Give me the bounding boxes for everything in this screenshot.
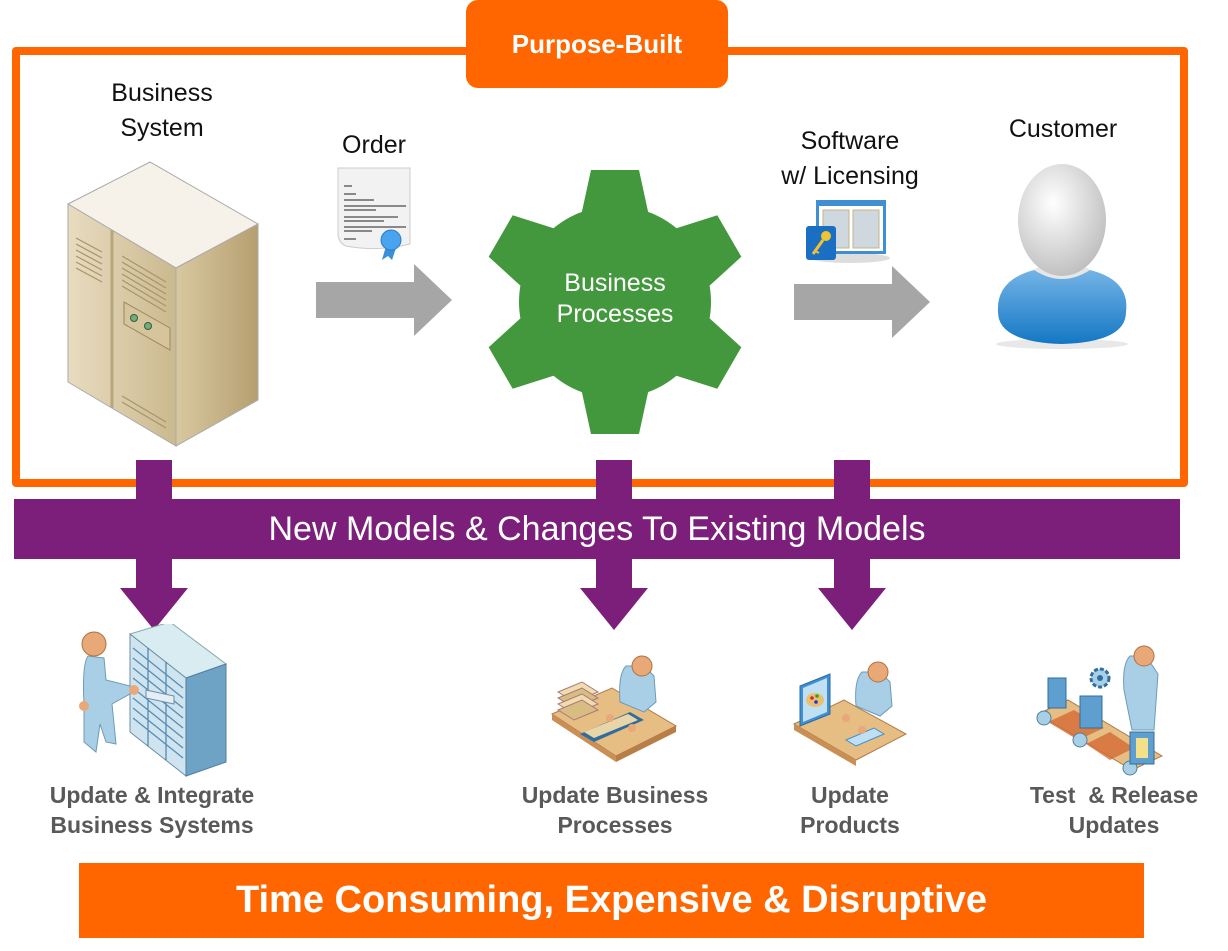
task-3-line2: Products (800, 812, 900, 838)
changes-band: New Models & Changes To Existing Models (14, 499, 1180, 559)
business-system-label-line1: Business (111, 79, 213, 107)
software-label: Software w/ Licensing (760, 124, 940, 194)
business-processes-label-line1: Business (564, 269, 666, 297)
person-desk-books-icon (550, 655, 678, 762)
purpose-built-title: Purpose-Built (466, 0, 728, 88)
person-conveyor-belt-icon (1036, 645, 1164, 776)
purpose-built-label: Purpose-Built (511, 28, 683, 59)
task-1-line1: Update & Integrate (49, 782, 255, 808)
software-flow-arrow (794, 266, 930, 338)
changes-band-label: New Models & Changes To Existing Models (268, 509, 926, 548)
task-2-line1: Update Business (521, 782, 709, 808)
order-flow-arrow (316, 264, 452, 336)
person-computer-design-icon (792, 661, 908, 766)
customer-label: Customer (1008, 115, 1118, 143)
user-avatar-icon (996, 164, 1128, 349)
task-2-line2: Processes (557, 812, 673, 838)
server-tower-icon (66, 161, 260, 447)
business-system-label-line2: System (120, 114, 204, 142)
software-label-line1: Software (800, 127, 900, 155)
task-label-update-business-processes: Update Business Processes (494, 780, 736, 840)
certificate-document-icon (337, 167, 411, 260)
business-processes-label: Business Processes (520, 268, 710, 330)
order-label: Order (342, 131, 406, 159)
task-4-line1: Test & Release (1029, 782, 1199, 808)
task-4-line2: Updates (1068, 812, 1160, 838)
business-processes-label-line2: Processes (556, 300, 674, 328)
task-label-update-integrate: Update & Integrate Business Systems (30, 780, 274, 840)
person-server-rack-icon (79, 624, 228, 778)
software-label-line2: w/ Licensing (781, 162, 919, 190)
task-label-test-release: Test & Release Updates (1010, 780, 1218, 840)
business-system-label: Business System (92, 76, 232, 146)
gear-icon (488, 170, 742, 434)
task-label-update-products: Update Products (780, 780, 920, 840)
footer-banner: Time Consuming, Expensive & Disruptive (79, 863, 1144, 938)
task-1-line2: Business Systems (50, 812, 254, 838)
footer-banner-label: Time Consuming, Expensive & Disruptive (235, 879, 988, 921)
software-license-key-icon (806, 200, 890, 263)
task-3-line1: Update (811, 782, 889, 808)
